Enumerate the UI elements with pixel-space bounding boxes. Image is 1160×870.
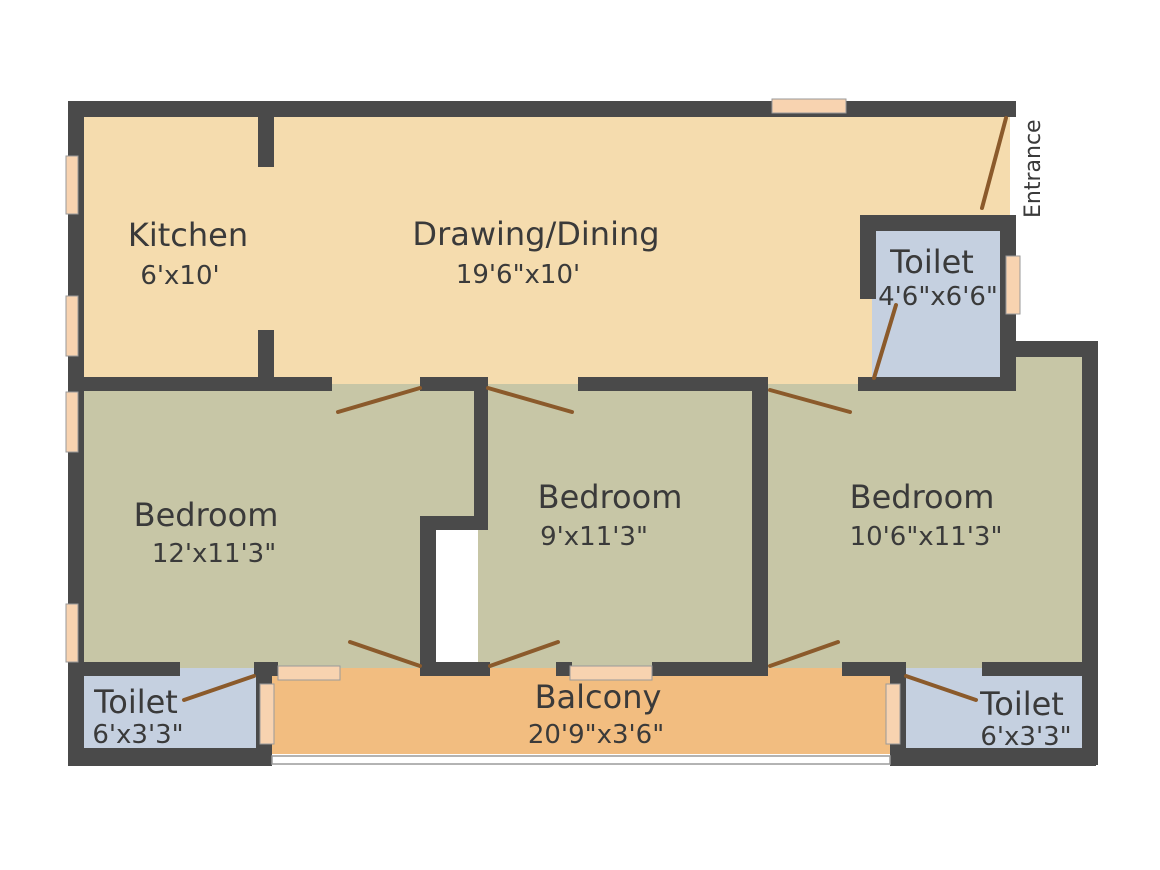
drawing-dining-name: Drawing/Dining <box>412 215 659 253</box>
wall-bottom-bedroom-7 <box>982 662 1096 676</box>
door-balcony-middle <box>488 640 560 668</box>
wall-bottom-bedroom-3 <box>420 662 490 676</box>
toilet-right-size: 6'x3'3" <box>980 722 1071 752</box>
wall-bottom-left <box>68 748 272 766</box>
bedroom-left-size: 12'x11'3" <box>152 539 276 569</box>
kitchen-size: 6'x10' <box>140 261 219 291</box>
door-balcony-right <box>768 640 840 668</box>
window-kitchen-1 <box>65 155 79 215</box>
window-toilet-left <box>259 683 275 745</box>
balcony-railing <box>271 755 891 765</box>
room-fills <box>78 112 1088 754</box>
balcony-name: Balcony <box>535 678 662 716</box>
wall-bottom-bedroom-1 <box>68 662 180 676</box>
window-balcony-1 <box>277 665 341 681</box>
bedroom-right-name: Bedroom <box>850 478 995 516</box>
entrance-label: Entrance <box>1021 119 1046 218</box>
window-kitchen-2 <box>65 295 79 357</box>
door-bedroom-middle <box>486 386 574 414</box>
wall-kitchen-lower <box>258 330 274 384</box>
window-bedroom-2 <box>65 603 79 663</box>
bedroom-middle-name: Bedroom <box>538 478 683 516</box>
wall-toilet-left <box>860 215 876 299</box>
toilet-entrance-name: Toilet <box>889 243 974 281</box>
door-toilet-right <box>904 674 978 702</box>
bedroom-left-name: Bedroom <box>134 496 279 534</box>
bedroom-right-size: 10'6"x11'3" <box>850 522 1003 552</box>
toilet-left-name: Toilet <box>93 683 178 721</box>
door-bedroom-right <box>768 388 852 414</box>
wall-bottom-bedroom-5 <box>652 662 768 676</box>
wall-kitchen-upper <box>258 117 274 167</box>
drawing-dining-size: 19'6"x10' <box>456 260 580 290</box>
wall-notch-top <box>420 516 488 530</box>
wall-mid-far <box>858 377 1016 391</box>
window-toilet-entrance <box>1005 255 1021 315</box>
wall-mid-left <box>68 377 332 391</box>
door-toilet-left <box>182 674 256 702</box>
toilet-right-name: Toilet <box>979 685 1064 723</box>
wall-bedroom-divider-1 <box>474 377 488 527</box>
balcony-floor <box>266 668 894 754</box>
door-balcony-left <box>348 640 422 668</box>
window-bedroom-1 <box>65 391 79 453</box>
balcony-size: 20'9"x3'6" <box>528 720 664 750</box>
wall-bottom-bedroom-4 <box>556 662 572 676</box>
windows <box>65 98 1021 765</box>
wall-bedroom-divider-2 <box>752 377 768 676</box>
door-entrance <box>980 116 1008 210</box>
wall-mid-center <box>420 377 488 391</box>
kitchen-floor <box>78 112 268 384</box>
wall-notch-side <box>420 516 436 676</box>
room-labels: Kitchen 6'x10' Drawing/Dining 19'6"x10' … <box>92 119 1071 752</box>
kitchen-name: Kitchen <box>128 216 248 254</box>
door-toilet-entrance <box>872 303 898 380</box>
doors <box>182 116 1008 702</box>
wall-bottom-right <box>890 748 1096 766</box>
window-balcony-2 <box>569 665 653 681</box>
wall-bedroom-right-top <box>1000 341 1096 357</box>
toilet-entrance-size: 4'6"x6'6" <box>878 282 998 312</box>
bedroom-middle-floor <box>478 384 760 668</box>
toilet-left-size: 6'x3'3" <box>92 720 183 750</box>
wall-top <box>68 101 1016 117</box>
wall-mid-right <box>578 377 768 391</box>
window-top <box>771 98 847 114</box>
wall-right <box>1082 341 1098 765</box>
door-bedroom-left <box>336 386 422 414</box>
bedroom-middle-size: 9'x11'3" <box>540 522 648 552</box>
window-toilet-right <box>885 683 901 745</box>
bedroom-right-floor <box>760 350 1088 668</box>
bedroom-left-floor <box>78 384 478 668</box>
wall-toilet-top <box>860 215 1016 231</box>
